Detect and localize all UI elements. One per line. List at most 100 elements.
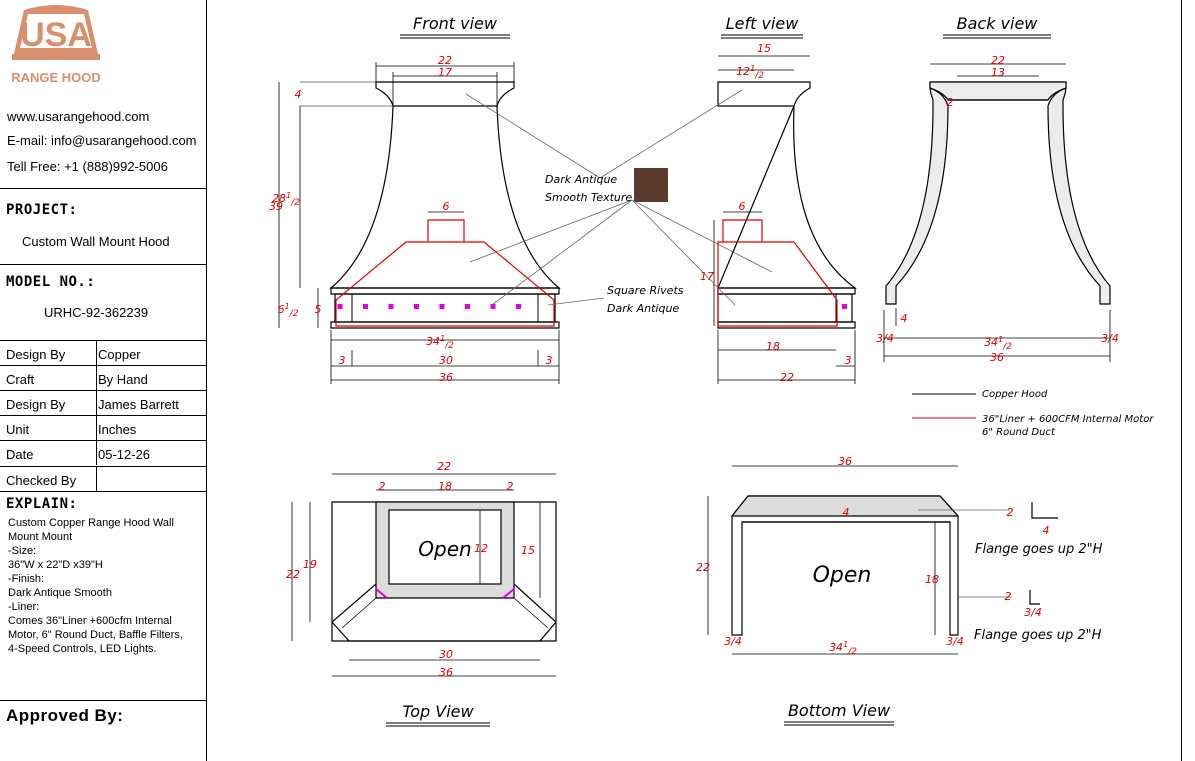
usa-range-hood-logo: USA RANGE HOOD [11, 5, 101, 85]
dimension-mid: 30 [439, 354, 453, 367]
top-opening [388, 509, 502, 585]
divider [0, 264, 207, 265]
back-view-title: Back view [957, 14, 1039, 33]
dimension-flange2-width: 3/4 [1024, 606, 1042, 619]
legend-liner-label1: 36"Liner + 600CFM Internal Motor [982, 414, 1154, 425]
flange-detail-1 [1031, 502, 1058, 519]
dimension-left-side: 3 [845, 354, 852, 367]
dimension-top-left: 2 [379, 480, 386, 493]
leader-line [469, 199, 633, 263]
dimension-top-depth: 19 [303, 558, 317, 571]
dimension-collar: 4 [295, 88, 302, 101]
dimension-bottom-span: 341/2 [829, 640, 857, 657]
top-corner-marker [375, 588, 388, 599]
dimension-bottom-depth: 22 [696, 561, 710, 574]
top-frame-edge [513, 597, 549, 629]
frame-edge [1181, 0, 1182, 761]
left-band [717, 287, 856, 295]
back-right-arm [930, 81, 1111, 305]
rivets-callout-line2: Dark Antique [607, 302, 679, 315]
explain-label: EXPLAIN: [6, 496, 78, 512]
spec-key: Craft [6, 372, 35, 387]
spec-row: Design By Copper [0, 340, 207, 365]
dimension-left-total: 22 [780, 371, 794, 384]
spec-row: Date 05-12-26 [0, 440, 207, 465]
dimension-total-height: 39 [269, 200, 283, 213]
dimension-left-inner: 121/2 [736, 64, 764, 81]
rivet-marker [388, 304, 394, 309]
left-view-title: Left view [726, 14, 800, 33]
flange2-callout: Flange goes up 2"H [974, 628, 1102, 643]
spec-value: Inches [98, 422, 137, 437]
model-value: URHC-92-362239 [44, 305, 149, 320]
legend-copper-label: Copper Hood [982, 389, 1048, 400]
spec-row: Unit Inches [0, 415, 207, 440]
dimension-flange1-height: 2 [1007, 506, 1014, 519]
model-label: MODEL NO.: [6, 274, 96, 290]
rivet-marker [337, 304, 343, 309]
front-duct [428, 219, 465, 242]
project-label: PROJECT: [6, 202, 78, 218]
dimension-band-outer: 61/2 [278, 302, 299, 319]
explain-text: Custom Copper Range Hood Wall Mount Moun… [8, 516, 200, 656]
title-block: USA RANGE HOOD www.usarangehood.com E-ma… [0, 0, 207, 761]
email-link[interactable]: E-mail: info@usarangehood.com [7, 133, 197, 148]
dimension-back-frac-right: 3/4 [1101, 332, 1119, 345]
rivet-marker [363, 304, 368, 309]
spec-row: Checked By [0, 466, 207, 491]
dimension-back-top: 22 [991, 54, 1005, 67]
phone-number: Tell Free: +1 (888)992-5006 [7, 159, 168, 174]
explain-line: -Finish: [8, 573, 45, 585]
explain-line: 36"W x 22"D x39"H [8, 559, 103, 571]
spec-row: Design By James Barrett [0, 390, 207, 415]
bottom-view-title: Bottom View [788, 701, 891, 720]
dimension-bottom-flange: 4 [843, 506, 850, 519]
dimension-band: 5 [315, 303, 322, 316]
dimension-top-open-height: 12 [474, 542, 488, 555]
website-link[interactable]: www.usarangehood.com [7, 109, 150, 124]
explain-line: Custom Copper Range Hood Wall [8, 517, 174, 529]
explain-line: Dark Antique Smooth [8, 587, 112, 599]
leader-line [491, 199, 633, 306]
front-bottom [330, 321, 560, 329]
dimension-back-span: 341/2 [984, 335, 1012, 352]
dimension-left-depth: 18 [766, 340, 780, 353]
front-body [329, 105, 561, 289]
dimension-top-total-width: 36 [439, 666, 453, 679]
leader-line [547, 297, 605, 306]
spec-key: Unit [6, 422, 30, 437]
flange1-callout: Flange goes up 2"H [975, 542, 1103, 557]
dimension-flange1-width: 4 [1043, 524, 1050, 537]
logo-subtext: RANGE HOOD [11, 70, 101, 85]
dimension-bottom-frac-left: 3/4 [724, 635, 742, 648]
approved-by-label: Approved By: [6, 706, 124, 725]
front-liner [335, 241, 555, 327]
leader-line [599, 89, 743, 179]
dimension-left-duct: 6 [739, 200, 746, 213]
bottom-top-band [730, 495, 960, 517]
top-corner-marker [502, 588, 515, 599]
leader-line [465, 93, 601, 179]
left-body [717, 105, 857, 289]
rivets-callout-line1: Square Rivets [607, 284, 684, 297]
dimension-duct: 6 [443, 200, 450, 213]
explain-line: -Liner: [8, 601, 40, 613]
dimension-bottom-inner: 18 [925, 573, 939, 586]
spec-value: By Hand [98, 372, 148, 387]
project-value: Custom Wall Mount Hood [22, 234, 170, 249]
leader-line [631, 199, 773, 273]
dimension-liner-height: 17 [700, 270, 714, 283]
front-collar [375, 81, 515, 107]
top-open-label: Open [418, 537, 471, 561]
explain-line: 4-Speed Controls, LED Lights. [8, 643, 157, 655]
left-liner [717, 241, 838, 327]
explain-line: -Size: [8, 545, 37, 557]
dimension-top-total-depth: 22 [286, 568, 300, 581]
dimension-bottom-total: 36 [838, 455, 852, 468]
dimension-bottom-inner: 341/2 [426, 334, 454, 351]
left-duct [722, 219, 763, 242]
rivet-marker [465, 304, 470, 309]
